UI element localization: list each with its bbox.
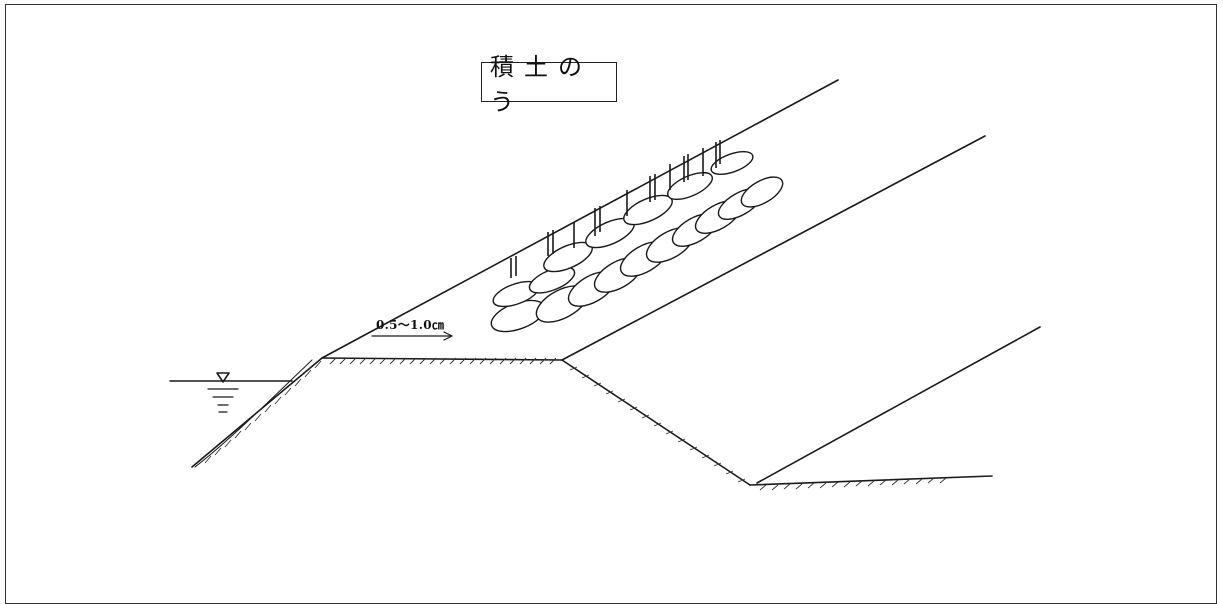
stakes xyxy=(510,140,721,278)
land-side-slope xyxy=(561,359,751,486)
crown-land-edge xyxy=(561,135,986,361)
soil-hatching xyxy=(204,357,947,491)
figure-frame xyxy=(5,4,1217,604)
figure-title: 積土のう xyxy=(481,53,617,116)
crown-back-edge xyxy=(321,79,839,359)
dimension-arrowhead xyxy=(443,331,453,341)
sandbag-row-front xyxy=(490,176,784,333)
levee-crown-front xyxy=(321,357,563,361)
sandbag-row-back xyxy=(492,150,754,308)
toe-back-edge xyxy=(756,326,1041,484)
water-side-slope-edge xyxy=(194,359,313,468)
dimension-label: 0.5～1.0㎝ xyxy=(376,318,445,332)
water-marker xyxy=(216,372,230,383)
levee-sandbag-illustration xyxy=(169,79,1041,491)
ground-line xyxy=(749,475,993,486)
